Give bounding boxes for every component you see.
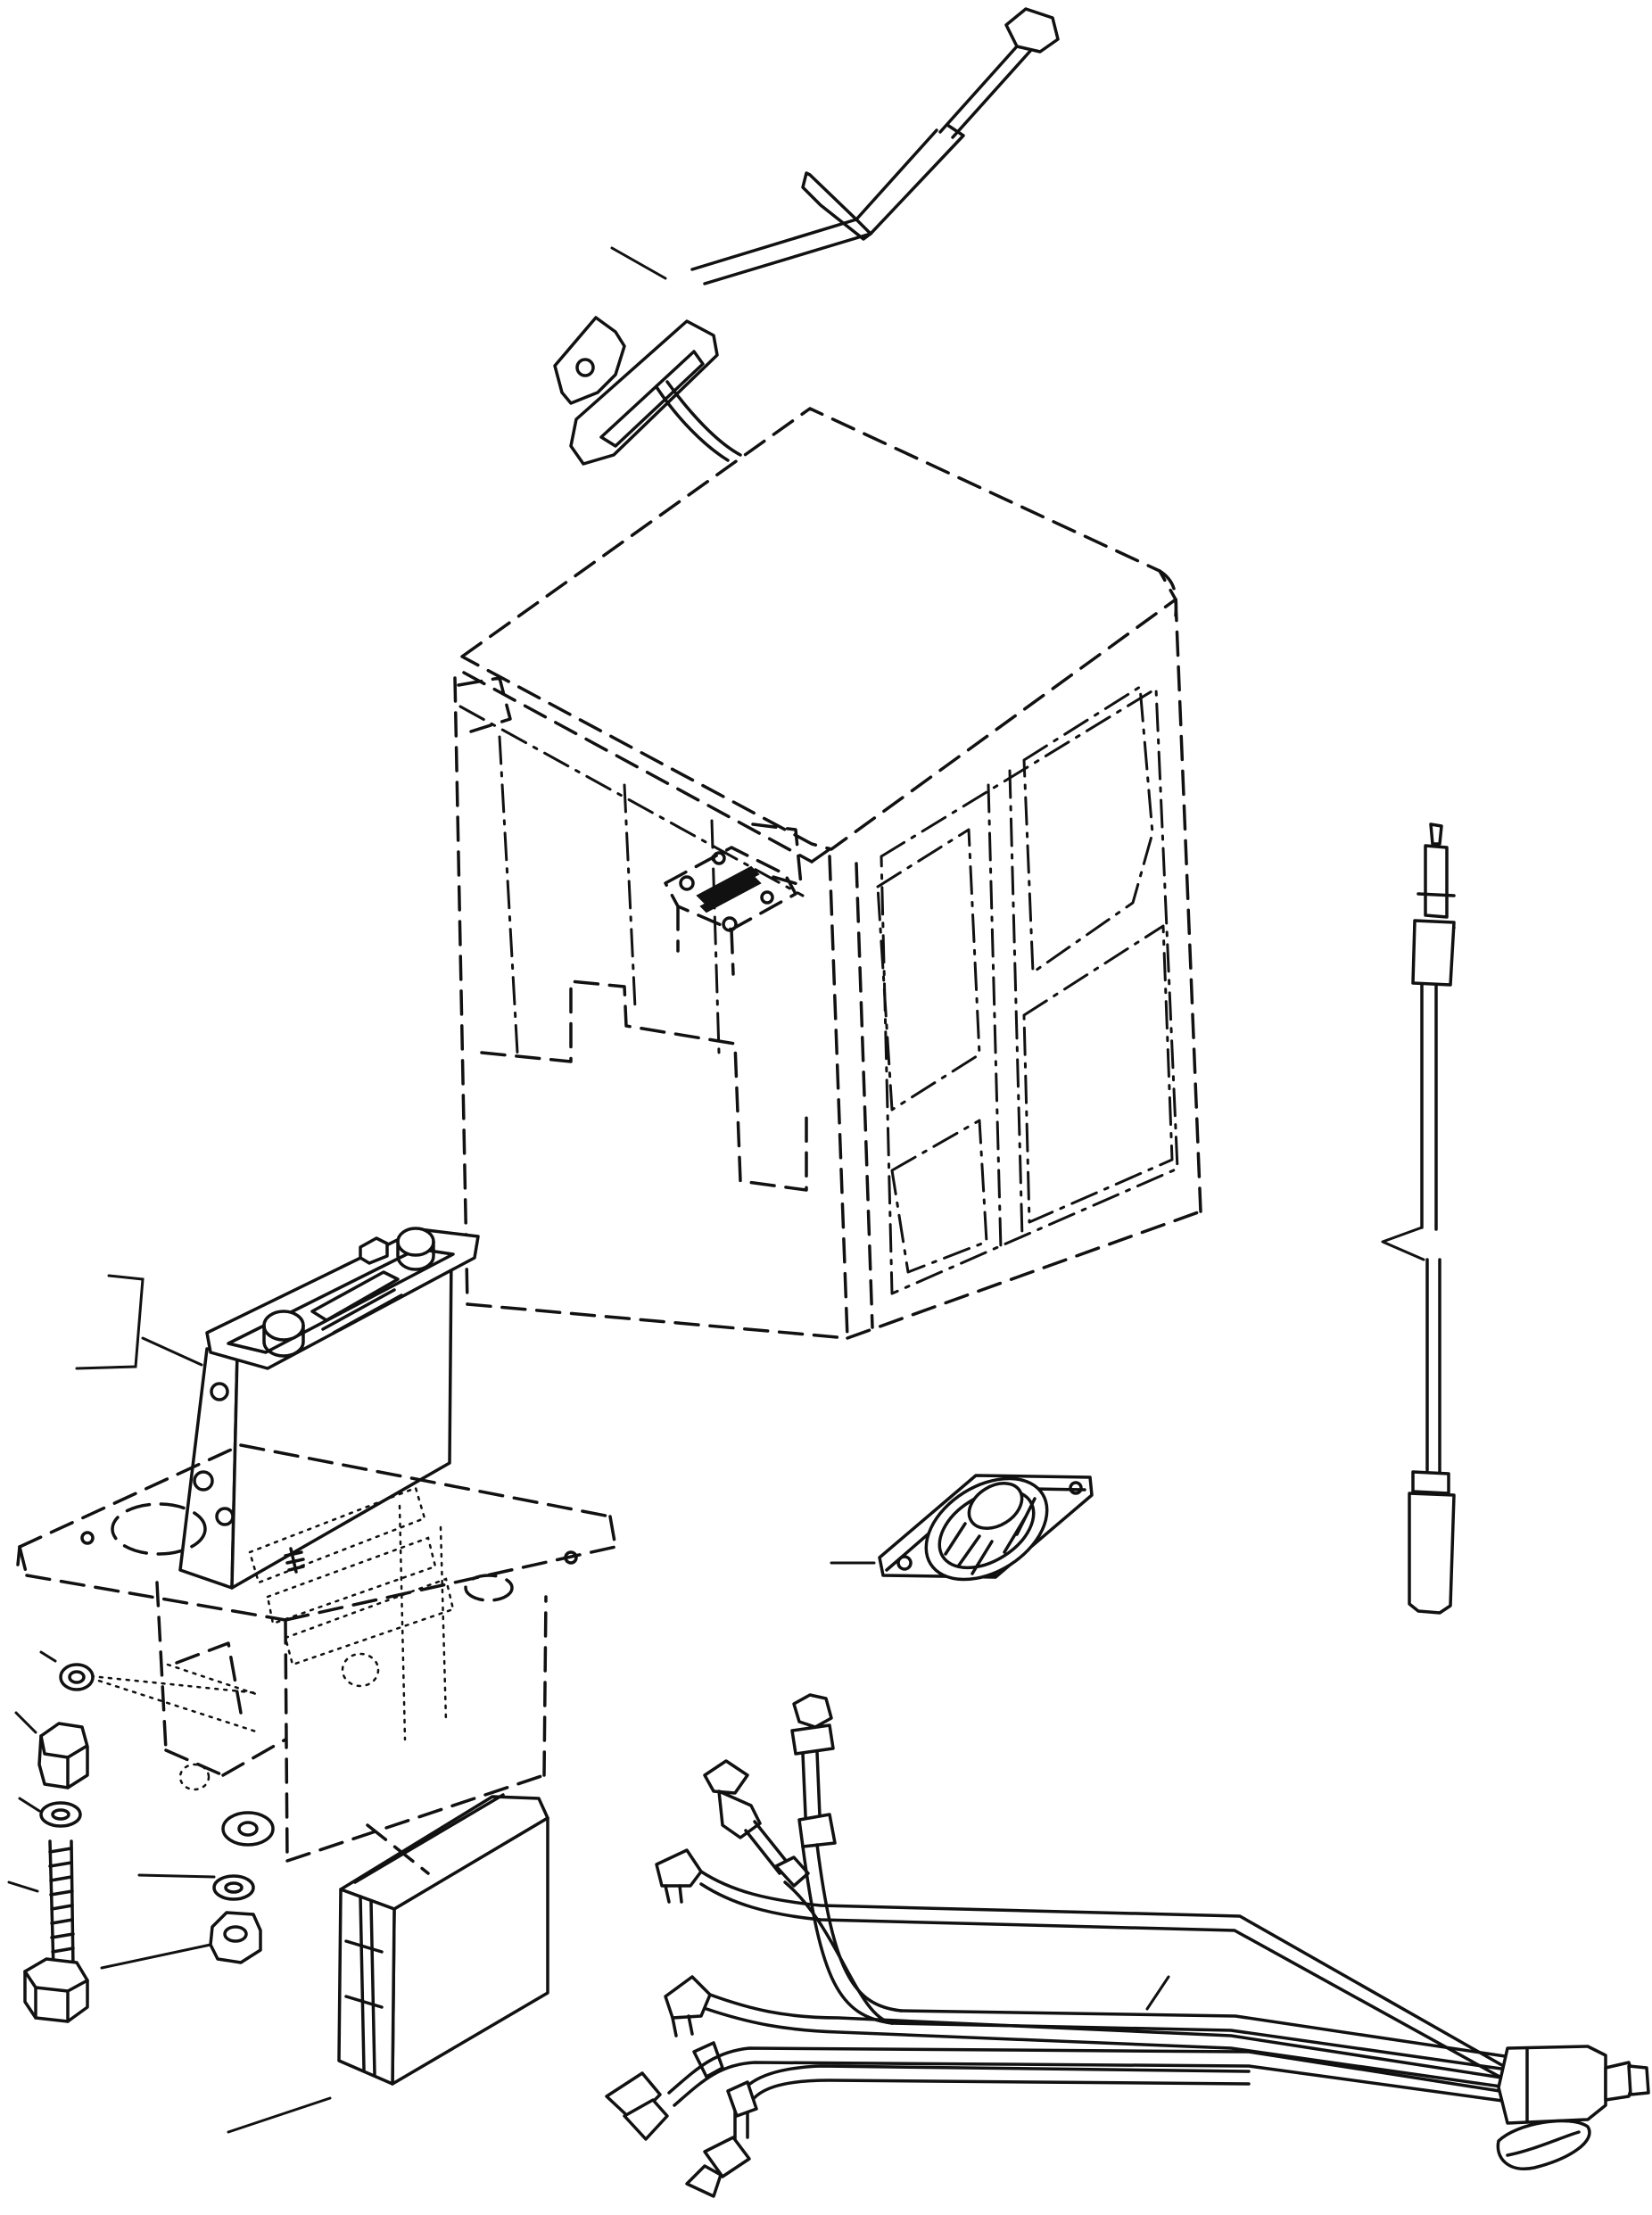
harness-icon [605, 1693, 1650, 2198]
cable-icon [1381, 822, 1456, 1615]
antenna-icon [553, 7, 1060, 466]
cab-icon [453, 407, 1202, 1340]
box-icon [227, 1793, 549, 2134]
hardware-icon [7, 1650, 275, 2023]
radio-icon [75, 1227, 480, 1590]
speaker-icon [830, 1474, 1094, 1582]
bracket-icon [16, 1443, 617, 1863]
